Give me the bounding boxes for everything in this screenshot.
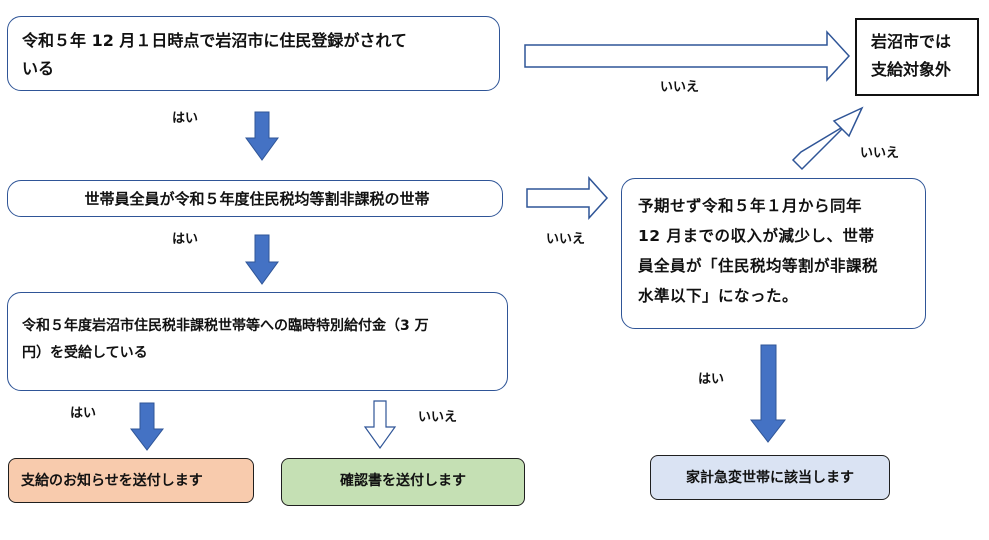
question-text-line: 員全員が「住民税均等割が非課税	[638, 257, 879, 275]
label-yes-q3: はい	[70, 406, 97, 421]
result-text: 支給のお知らせを送付します	[21, 473, 203, 489]
arrow-q4-no	[791, 106, 864, 171]
question-text-line: 12 月までの収入が減少し、世帯	[638, 227, 875, 245]
label-yes-q1: はい	[172, 111, 199, 126]
result-household-change: 家計急変世帯に該当します	[650, 455, 890, 500]
arrow-q1-yes	[245, 111, 279, 161]
arrow-q2-yes	[245, 234, 279, 285]
label-yes-q4: はい	[698, 372, 725, 387]
question-text-line: 令和５年度岩沼市住民税非課税世帯等への臨時特別給付金（3 万	[22, 318, 429, 334]
label-no-q1: いいえ	[660, 80, 700, 95]
question-text-line: 令和５年 12 月１日時点で岩沼市に住民登録がされて	[22, 31, 407, 50]
result-text-line: 岩沼市では	[871, 32, 952, 51]
question-tax-exempt-household: 世帯員全員が令和５年度住民税均等割非課税の世帯	[7, 180, 503, 217]
result-text: 家計急変世帯に該当します	[686, 470, 854, 486]
question-text-line: 円）を受給している	[22, 345, 148, 361]
arrow-q2-no	[526, 176, 609, 220]
question-text-line: 予期せず令和５年１月から同年	[638, 197, 863, 215]
result-text-line: 支給対象外	[871, 60, 952, 79]
question-income-decrease: 予期せず令和５年１月から同年 12 月までの収入が減少し、世帯 員全員が「住民税…	[621, 178, 926, 329]
result-confirmation-sent: 確認書を送付します	[281, 458, 525, 506]
label-no-q4: いいえ	[860, 146, 900, 161]
label-yes-q2: はい	[172, 232, 199, 247]
arrow-q1-no	[524, 30, 851, 82]
question-text-line: いる	[22, 59, 55, 78]
label-no-q2: いいえ	[546, 232, 586, 247]
question-text-line: 水準以下」になった。	[638, 287, 799, 305]
arrow-q4-yes	[749, 344, 787, 443]
arrow-q3-no	[363, 400, 397, 450]
result-text: 確認書を送付します	[340, 473, 466, 489]
label-no-q3: いいえ	[418, 410, 458, 425]
result-notice-sent: 支給のお知らせを送付します	[8, 458, 254, 503]
question-received-benefit: 令和５年度岩沼市住民税非課税世帯等への臨時特別給付金（3 万 円）を受給している	[7, 292, 508, 391]
arrow-q3-yes	[129, 402, 165, 451]
question-registered-residence: 令和５年 12 月１日時点で岩沼市に住民登録がされて いる	[7, 16, 500, 91]
question-text-line: 世帯員全員が令和５年度住民税均等割非課税の世帯	[84, 190, 430, 208]
result-not-eligible: 岩沼市では 支給対象外	[855, 18, 979, 96]
